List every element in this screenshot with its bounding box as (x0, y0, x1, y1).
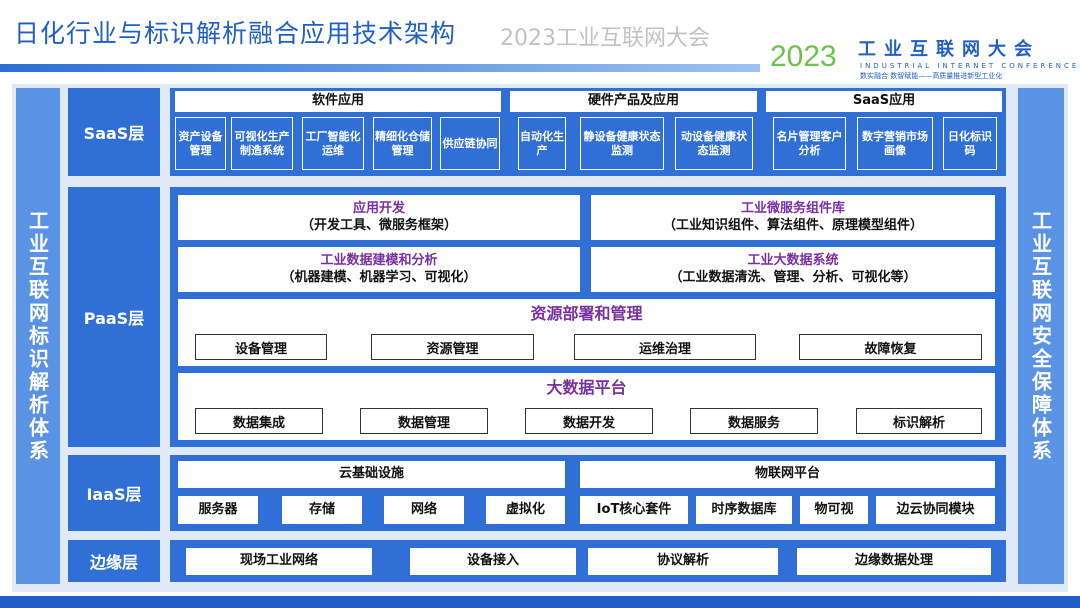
group-title: 硬件产品及应用 (510, 91, 757, 112)
platform-item: 数据服务 (690, 408, 818, 434)
resource-item: 资源管理 (371, 334, 534, 360)
saas-item: 工厂智能化运维 (302, 117, 364, 170)
cloud-item: 网络 (384, 496, 464, 524)
conference-logo: 2023 工业互联网大会 INDUSTRIAL INTERNET CONFERE… (770, 39, 1076, 82)
box-sub: （工业数据清洗、管理、分析、可视化等） (669, 269, 917, 285)
microservice-box: 工业微服务组件库（工业知识组件、算法组件、原理模型组件） (591, 195, 995, 240)
platform-item: 数据管理 (360, 408, 488, 434)
saas-item: 动设备健康状态监测 (675, 117, 753, 170)
saas-item: 供应链协同 (440, 117, 500, 170)
resource-item: 设备管理 (195, 334, 327, 360)
page-title: 日化行业与标识解析融合应用技术架构 (14, 19, 457, 48)
saas-item: 日化标识码 (943, 117, 997, 170)
bigdata-system-box: 工业大数据系统（工业数据清洗、管理、分析、可视化等） (591, 247, 995, 292)
platform-item: 数据开发 (525, 408, 653, 434)
edge-item: 现场工业网络 (186, 548, 372, 575)
box-title: 工业数据建模和分析 (320, 253, 438, 269)
group-title: SaaS应用 (766, 91, 1002, 112)
saas-item: 自动化生产 (518, 117, 566, 170)
cloud-item: 服务器 (178, 496, 258, 524)
box-title: 工业大数据系统 (747, 253, 839, 269)
iot-item: 边云协同模块 (876, 496, 995, 524)
cloud-item: 存储 (282, 496, 362, 524)
layer-edge: 边缘层 (68, 540, 160, 582)
edge-item: 协议解析 (588, 548, 778, 575)
bottom-bar (0, 596, 1080, 608)
layer-iaas: IaaS层 (68, 455, 160, 531)
layer-paas: PaaS层 (68, 187, 160, 447)
logo-slogan: 数实融合 数智赋能——高质量推进新型工业化 (860, 72, 1003, 80)
app-dev-box: 应用开发（开发工具、微服务框架） (178, 195, 580, 240)
group-title: 软件应用 (175, 91, 501, 112)
saas-item: 精细化仓储管理 (373, 117, 432, 170)
saas-item: 静设备健康状态监测 (580, 117, 664, 170)
box-sub: （机器建模、机器学习、可视化） (281, 269, 477, 285)
edge-item: 边缘数据处理 (797, 548, 991, 575)
saas-item: 可视化生产制造系统 (231, 117, 293, 170)
iot-item: 物可视 (800, 496, 868, 524)
saas-item: 名片管理客户分析 (773, 117, 846, 170)
box-title: 应用开发 (352, 201, 405, 217)
platform-item: 标识解析 (856, 408, 982, 434)
resource-item: 运维治理 (574, 334, 756, 360)
layer-saas: SaaS层 (68, 88, 160, 176)
resource-item: 故障恢复 (799, 334, 982, 360)
saas-item: 数字营销市场画像 (857, 117, 933, 170)
logo-name: 工业互联网大会 (858, 39, 1040, 60)
logo-year: 2023 (770, 40, 837, 73)
saas-item: 资产设备管理 (175, 117, 226, 170)
watermark: 2023工业互联网大会 (500, 26, 710, 51)
security-system: 工业互联网安全保障体系 (1018, 88, 1064, 584)
box-sub: （开发工具、微服务框架） (300, 217, 457, 233)
resource-title: 资源部署和管理 (530, 304, 643, 323)
cloud-item: 虚拟化 (486, 496, 565, 524)
platform-title: 大数据平台 (546, 378, 627, 397)
logo-en: INDUSTRIAL INTERNET CONFERENCE (860, 62, 1080, 70)
box-sub: （工业知识组件、算法组件、原理模型组件） (662, 217, 923, 233)
platform-item: 数据集成 (195, 408, 323, 434)
iot-item: 时序数据库 (696, 496, 792, 524)
box-title: 工业微服务组件库 (740, 201, 845, 217)
cloud-title: 云基础设施 (178, 461, 565, 488)
iot-item: IoT核心套件 (580, 496, 688, 524)
modeling-box: 工业数据建模和分析（机器建模、机器学习、可视化） (178, 247, 580, 292)
identifier-resolution-system: 工业互联网标识解析体系 (16, 88, 60, 584)
iot-title: 物联网平台 (580, 461, 995, 488)
title-underline (0, 64, 760, 72)
edge-item: 设备接入 (410, 548, 576, 575)
